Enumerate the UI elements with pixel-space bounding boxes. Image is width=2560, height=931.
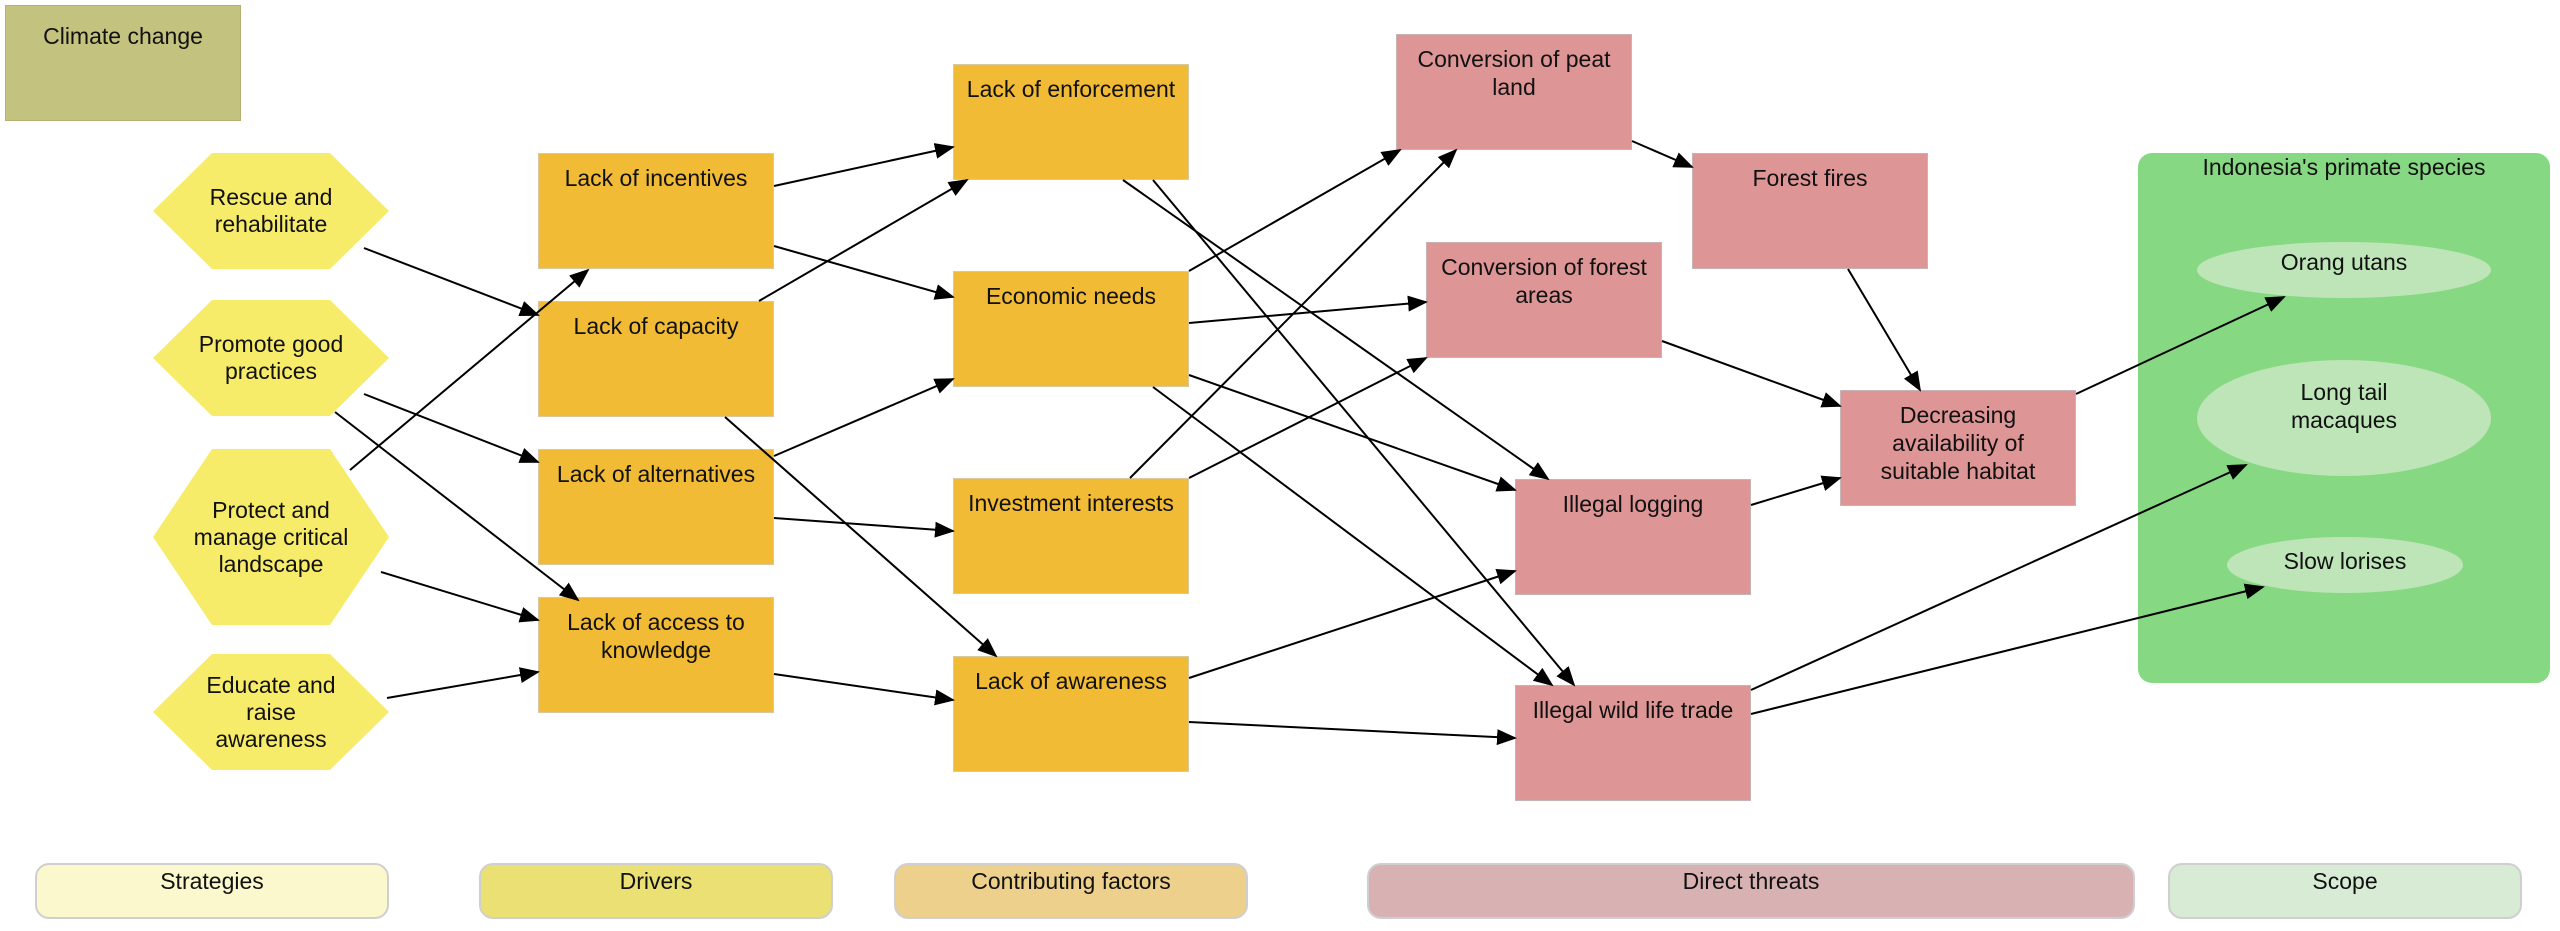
arrow (1847, 268, 1922, 392)
strategy-rescue-label: Rescue and rehabilitate (209, 184, 333, 237)
driver-lack-of-incentives-label: Lack of incentives (564, 165, 748, 191)
arrow (380, 571, 540, 623)
driver-lack-of-alternatives: Lack of alternatives (538, 449, 774, 565)
legend-drivers: Drivers (479, 863, 833, 919)
arrow (1188, 374, 1517, 492)
factor-lack-of-enforcement-label: Lack of enforcement (966, 76, 1176, 102)
strategy-promote-label: Promote good practices (198, 331, 344, 384)
strategy-educate-label: Educate and raise awareness (206, 671, 336, 752)
legend-contributing-factors: Contributing factors (894, 863, 1248, 919)
threat-illegal-logging: Illegal logging (1515, 479, 1751, 595)
arrow (334, 411, 580, 602)
legend-strategies: Strategies (35, 863, 389, 919)
arrow (1750, 475, 1842, 506)
arrow (773, 143, 955, 187)
arrow (386, 667, 540, 699)
climate-change-label: Climate change (43, 23, 203, 49)
target-slow-lorises: Slow lorises (2227, 537, 2463, 593)
arrow (1188, 149, 1402, 272)
arrow (724, 416, 998, 658)
driver-lack-of-access-to-knowledge: Lack of access to knowledge (538, 597, 774, 713)
arrow (1188, 295, 1428, 324)
threat-conversion-of-peat-land: Conversion of peat land (1396, 34, 1632, 150)
target-long-tail-macaques: Long tail macaques (2197, 360, 2491, 476)
threat-forest-fires-label: Forest fires (1752, 165, 1868, 191)
factor-lack-of-enforcement: Lack of enforcement (953, 64, 1189, 180)
arrow (1661, 340, 1842, 408)
threat-conversion-of-forest-areas-label: Conversion of forest areas (1441, 254, 1647, 308)
arrow (363, 247, 540, 316)
arrow (773, 245, 955, 300)
driver-lack-of-access-to-knowledge-label: Lack of access to knowledge (567, 609, 745, 663)
driver-lack-of-alternatives-label: Lack of alternatives (556, 461, 756, 487)
threat-illegal-wildlife-trade-label: Illegal wild life trade (1532, 697, 1734, 723)
threat-conversion-of-forest-areas: Conversion of forest areas (1426, 242, 1662, 358)
threat-decreasing-habitat: Decreasing availability of suitable habi… (1840, 390, 2076, 506)
threat-illegal-logging-label: Illegal logging (1562, 491, 1704, 517)
arrow (1152, 386, 1554, 687)
factor-lack-of-awareness: Lack of awareness (953, 656, 1189, 772)
factor-investment-interests: Investment interests (953, 478, 1189, 594)
scope-title: Indonesia's primate species (2202, 154, 2486, 180)
arrow (773, 517, 955, 538)
driver-lack-of-incentives: Lack of incentives (538, 153, 774, 269)
climate-change-box: Climate change (5, 5, 241, 121)
driver-lack-of-capacity: Lack of capacity (538, 301, 774, 417)
legend-contributing-factors-label: Contributing factors (971, 868, 1171, 894)
arrow (758, 178, 969, 302)
legend-drivers-label: Drivers (619, 868, 693, 894)
factor-lack-of-awareness-label: Lack of awareness (975, 668, 1167, 694)
arrow (1188, 569, 1517, 679)
legend-strategies-label: Strategies (160, 868, 264, 894)
target-slow-lorises-label: Slow lorises (2283, 548, 2407, 574)
threat-decreasing-habitat-label: Decreasing availability of suitable habi… (1880, 402, 2036, 484)
arrow (1152, 179, 1576, 687)
arrow (1631, 140, 1694, 168)
strategy-promote: Promote good practices (153, 300, 389, 416)
arrow (773, 378, 955, 457)
factor-economic-needs: Economic needs (953, 271, 1189, 387)
factor-economic-needs-label: Economic needs (985, 283, 1157, 309)
legend-direct-threats: Direct threats (1367, 863, 2135, 919)
threat-conversion-of-peat-land-label: Conversion of peat land (1417, 46, 1611, 100)
arrow (1122, 179, 1550, 481)
arrow (363, 393, 540, 463)
strategy-protect-label: Protect and manage critical landscape (193, 496, 349, 577)
arrow (349, 268, 590, 471)
legend-scope: Scope (2168, 863, 2522, 919)
legend-scope-label: Scope (2312, 868, 2378, 894)
target-orang-utans-label: Orang utans (2280, 249, 2408, 275)
arrow (1750, 583, 2265, 715)
arrow (1188, 357, 1428, 479)
arrow (1129, 148, 1458, 479)
arrow (1188, 721, 1517, 746)
legend-direct-threats-label: Direct threats (1682, 868, 1820, 894)
target-orang-utans: Orang utans (2197, 242, 2491, 298)
arrow (773, 673, 955, 706)
target-long-tail-macaques-label: Long tail macaques (2290, 379, 2398, 433)
arrow (1750, 464, 2248, 691)
threat-illegal-wildlife-trade: Illegal wild life trade (1515, 685, 1751, 801)
arrow (2075, 296, 2286, 395)
strategy-rescue: Rescue and rehabilitate (153, 153, 389, 269)
threat-forest-fires: Forest fires (1692, 153, 1928, 269)
factor-investment-interests-label: Investment interests (968, 490, 1174, 516)
driver-lack-of-capacity-label: Lack of capacity (573, 313, 739, 339)
